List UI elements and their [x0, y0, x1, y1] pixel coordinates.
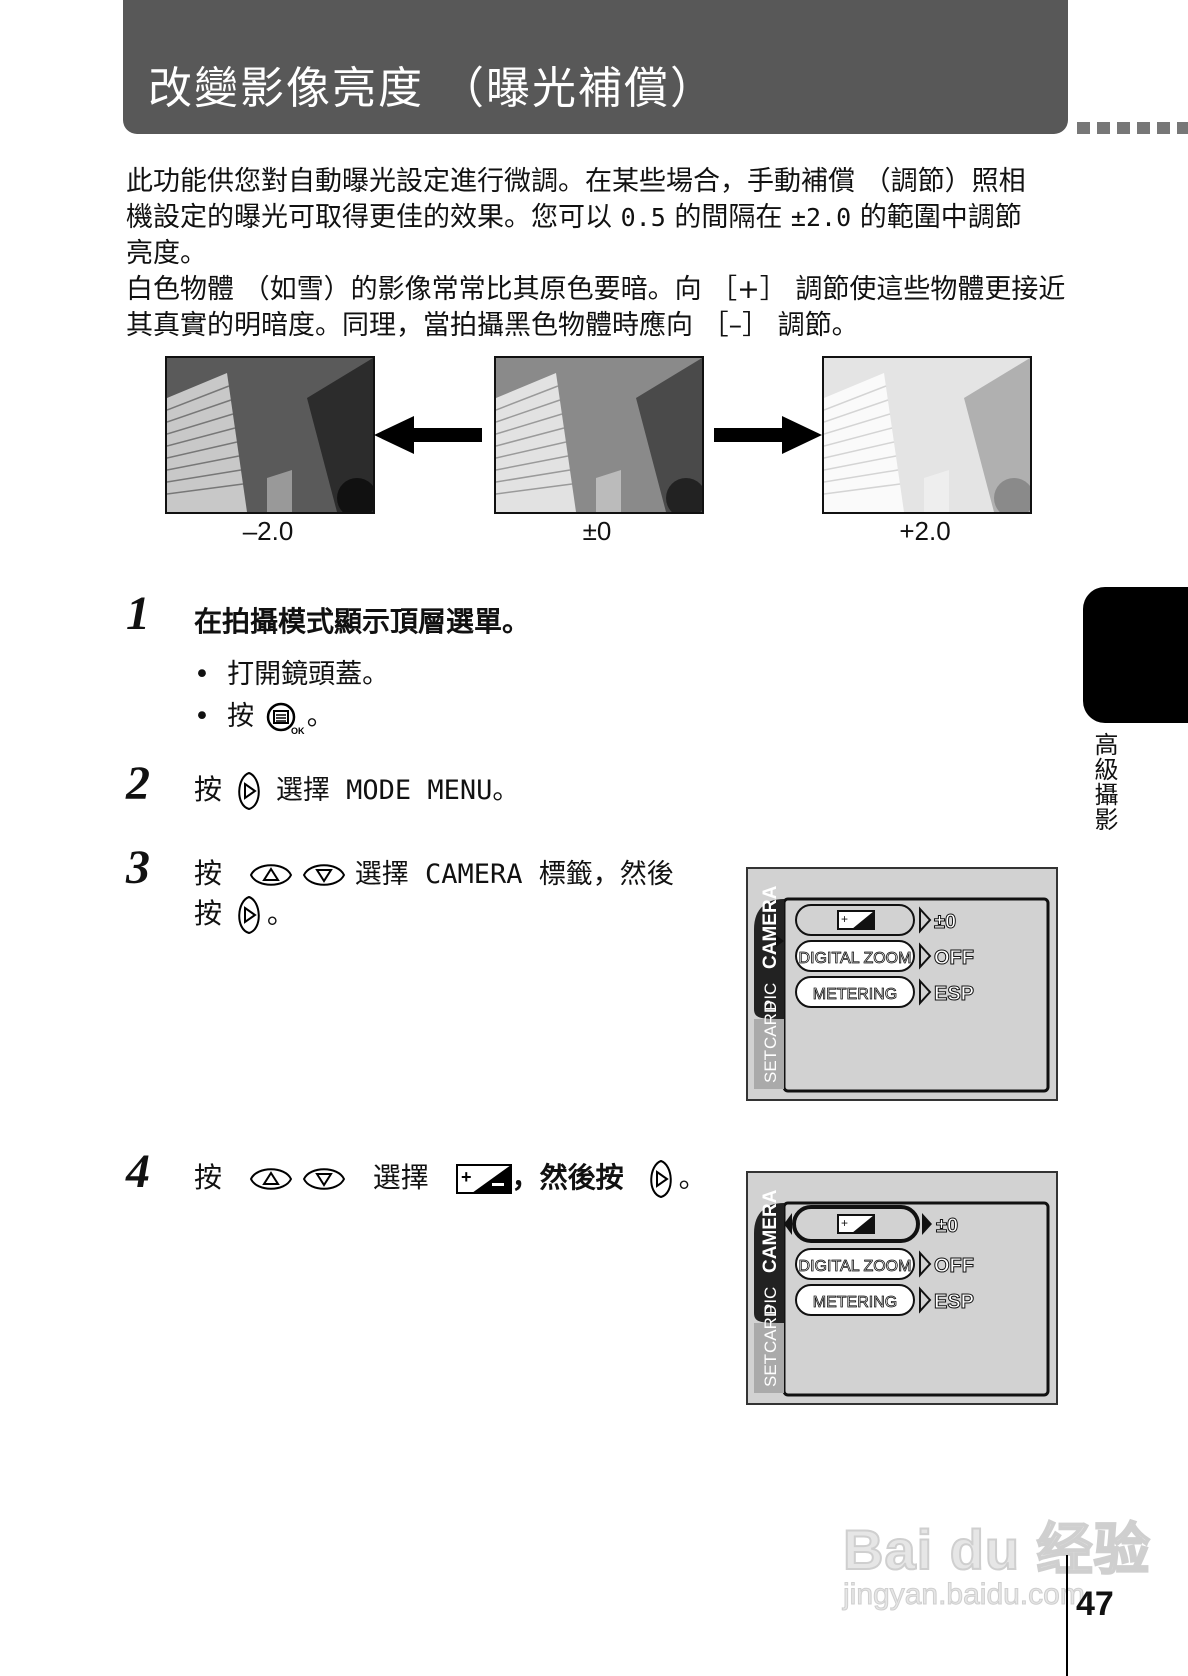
intro-line-2: 機設定的曝光可取得更佳的效果。您可以 0.5 的間隔在 ±2.0 的範圍中調節 [126, 202, 1022, 233]
svg-text:CARD: CARD [761, 1001, 780, 1049]
step-1-number: 1 [126, 587, 150, 640]
intro-line-5: 其真實的明暗度。同理，當拍攝黑色物體時應向 ［–］ 調節。 [126, 310, 859, 341]
intro-line-3: 亮度。 [126, 238, 207, 269]
svg-text:SET: SET [761, 1354, 780, 1387]
arrow-right-icon [714, 416, 822, 454]
svg-text:ESP: ESP [934, 983, 974, 1005]
svg-text:CAMERA: CAMERA [760, 885, 781, 969]
photo-dark [165, 356, 375, 514]
svg-text:+: + [841, 912, 848, 926]
step-4-text: 按 選擇 + ，然後按 。 [194, 1158, 707, 1199]
menu-ok-button-icon: OK [266, 702, 305, 735]
arrow-up-button-icon [249, 1168, 293, 1190]
step-2-number: 2 [126, 757, 150, 810]
svg-text:SET: SET [761, 1050, 780, 1083]
label-zero: ±0 [582, 516, 612, 546]
photo-bright [822, 356, 1032, 514]
svg-text:OK: OK [291, 726, 305, 735]
step-1-text: 在拍攝模式顯示頂層選單。 [194, 605, 531, 638]
step-3-number: 3 [126, 841, 150, 894]
page-number: 47 [1076, 1585, 1114, 1623]
intro-line-4: 白色物體 （如雪）的影像常常比其原色要暗。向 ［+］ 調節使這些物體更接近 [126, 274, 1066, 305]
title-decoration [1077, 122, 1188, 134]
svg-text:METERING: METERING [813, 986, 897, 1003]
svg-text:PIC: PIC [761, 1287, 780, 1315]
step-1-bullet-2: • 按 OK 。 [194, 701, 334, 735]
arrow-up-button-icon [249, 864, 293, 886]
svg-text:CAMERA: CAMERA [760, 1189, 781, 1273]
step-1-bullet-1: • 打開鏡頭蓋。 [194, 659, 390, 690]
svg-text:+: + [841, 1216, 848, 1230]
step-2-text: 按 選擇 MODE MENU。 [194, 770, 519, 811]
arrow-left-icon [374, 416, 482, 454]
svg-text:CARD: CARD [761, 1305, 780, 1353]
chapter-tab [1083, 587, 1188, 723]
svg-text:±0: ±0 [934, 911, 956, 933]
page-title: 改變影像亮度 （曝光補償） [148, 63, 716, 114]
step-3-line-2: 按 。 [194, 894, 295, 935]
watermark-logo: Bai du 经验 [842, 1517, 1151, 1582]
arrow-right-button-icon [238, 895, 260, 935]
svg-text:ESP: ESP [934, 1291, 974, 1313]
intro-line-1: 此功能供您對自動曝光設定進行微調。在某些場合，手動補償 （調節）照相 [126, 166, 1026, 197]
lcd-screen-camera-tab: CAMERA PIC CARD SET + ±0 DIGITAL ZOOM OF… [746, 867, 1058, 1101]
svg-text:OFF: OFF [934, 947, 974, 969]
svg-text:+: + [461, 1167, 472, 1187]
step-4-number: 4 [126, 1145, 150, 1198]
svg-text:PIC: PIC [761, 983, 780, 1011]
arrow-right-button-icon [238, 771, 260, 811]
lcd-screen-exposure-selected: CAMERA PIC CARD SET + ±0 DIGITAL ZOOM OF… [746, 1171, 1058, 1405]
svg-text:DIGITAL ZOOM: DIGITAL ZOOM [799, 1258, 912, 1275]
svg-text:METERING: METERING [813, 1294, 897, 1311]
svg-text:OFF: OFF [934, 1255, 974, 1277]
step-3-line-1: 按 選擇 CAMERA 標籤，然後 [194, 857, 674, 890]
arrow-right-button-icon [649, 1159, 672, 1199]
chapter-label: 高級攝影 [1090, 732, 1118, 832]
svg-text:DIGITAL ZOOM: DIGITAL ZOOM [799, 950, 912, 967]
watermark-url: jingyan.baidu.com [843, 1578, 1086, 1612]
title-bar [123, 0, 1068, 134]
photo-normal [494, 356, 704, 514]
arrow-down-button-icon [302, 864, 345, 886]
arrow-down-button-icon [302, 1168, 345, 1190]
svg-text:±0: ±0 [936, 1215, 958, 1237]
page-number-rule [1066, 1555, 1068, 1676]
exposure-compensation-icon: + [455, 1164, 512, 1194]
label-plus: +2.0 [899, 516, 951, 546]
label-minus: –2.0 [242, 516, 294, 546]
